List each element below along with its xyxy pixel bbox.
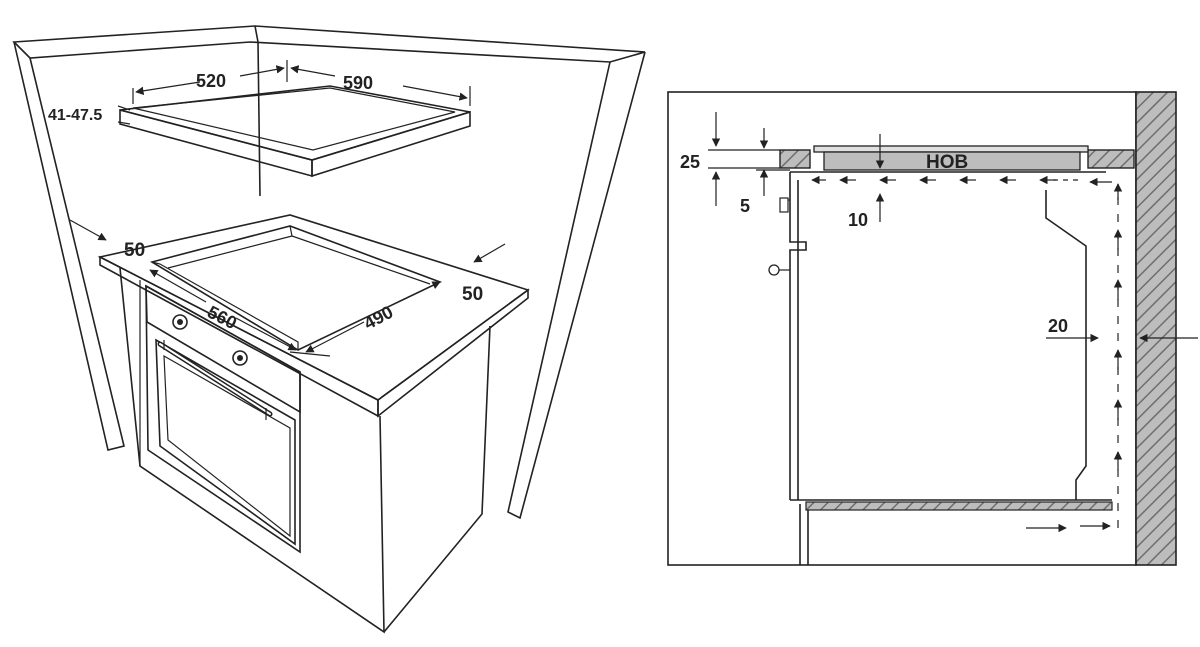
front-clearance-label: 50 [124,240,145,261]
section-bottom-shelf [790,499,1113,565]
hob-gap-label: 5 [740,196,750,216]
oven-knob-right [232,350,248,366]
air-gap-label: 10 [848,210,868,230]
hob-width-dimension: 520 [132,60,288,104]
hob-gap-dimension: 5 [740,128,790,216]
hob-depth-label: 590 [343,73,373,93]
section-hob: HOB [813,145,1089,173]
side-clearance-label: 50 [462,284,483,305]
rear-wall [1135,91,1177,566]
cutout-width-dimension: 560 [149,269,331,357]
air-gap-dimension: 10 [848,134,885,230]
rear-vent-gap-dimension: 20 [1046,316,1198,343]
oven-door-handle [157,340,273,420]
hob-depth-dimension: 590 [290,65,471,106]
section-frame [667,91,1137,566]
front-clearance-dimension: 50 [69,219,145,261]
section-oven [768,171,1106,500]
kitchen-corner-walls [12,25,646,520]
hob-thickness-dimension: 41-47.5 [48,105,131,125]
oven-knob-left [172,314,188,330]
section-view: HOB [667,91,1198,566]
hob-width-label: 520 [196,71,226,91]
hob-3d [119,85,471,178]
hob-label: HOB [926,152,968,173]
worktop-thickness-label: 25 [680,152,700,172]
worktop-thickness-dimension: 25 [680,112,721,206]
base-cabinet [119,267,491,634]
hob-thickness-label: 41-47.5 [48,107,102,124]
section-worktop [708,149,1135,169]
cutout-depth-label: 490 [360,302,396,334]
installation-3d-view: 520 590 41-47.5 50 [12,25,646,634]
side-clearance-dimension: 50 [462,243,506,305]
airflow-arrows [811,175,1123,533]
built-in-oven [145,284,301,554]
worktop-3d [97,214,530,418]
rear-vent-gap-label: 20 [1048,316,1068,336]
